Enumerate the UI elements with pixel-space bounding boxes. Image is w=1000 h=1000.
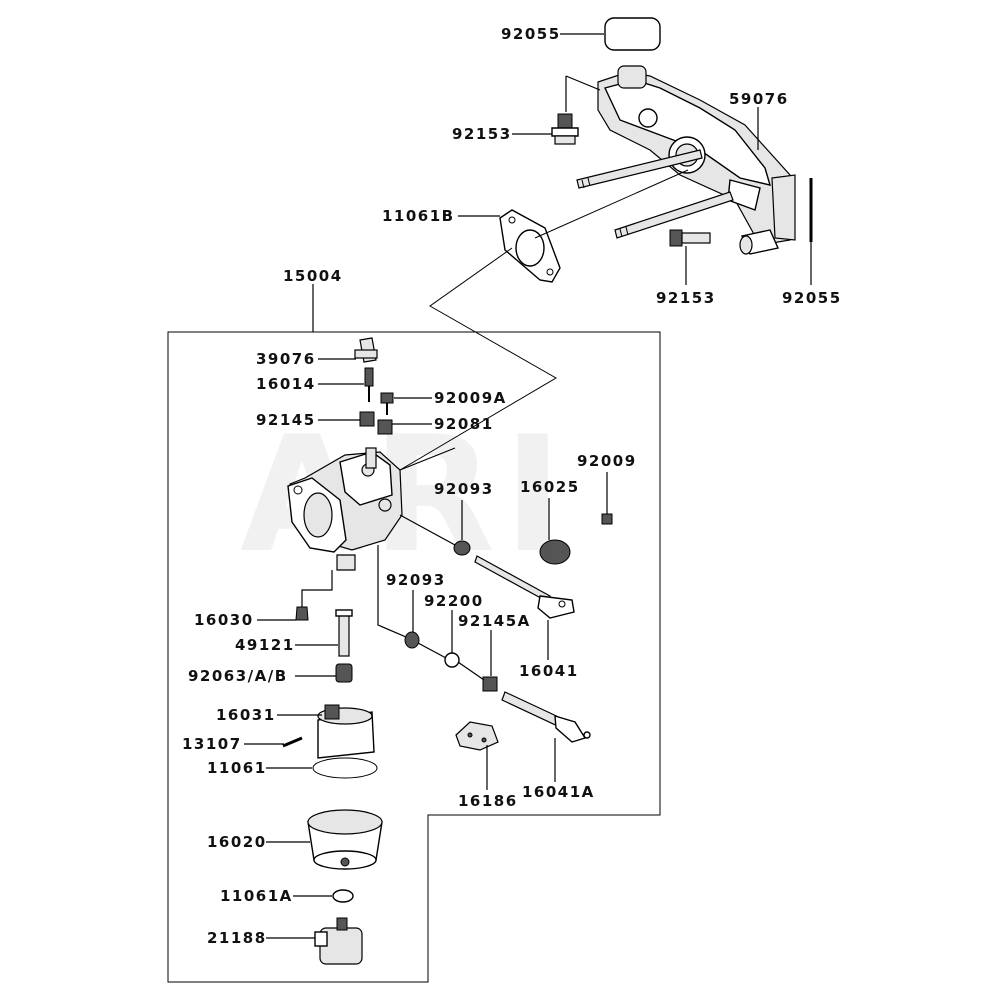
label-59076[interactable]: 59076 <box>729 90 789 108</box>
part-16041A-choke-shaft[interactable] <box>501 691 591 743</box>
label-16041[interactable]: 16041 <box>519 662 579 680</box>
part-92093-seal-b[interactable] <box>404 631 420 649</box>
label-92081[interactable]: 92081 <box>434 415 494 433</box>
part-11061B-gasket[interactable] <box>499 209 561 283</box>
label-16025[interactable]: 16025 <box>520 478 580 496</box>
leader-92200 <box>417 610 453 659</box>
leader-92153-a <box>512 75 601 135</box>
leader-16030 <box>257 570 333 621</box>
part-16014-needle[interactable] <box>364 367 374 402</box>
label-21188[interactable]: 21188 <box>207 929 267 947</box>
leader-92093-b <box>377 545 414 638</box>
part-92145-spring[interactable] <box>359 411 375 427</box>
label-92093-b[interactable]: 92093 <box>386 571 446 589</box>
part-92081-spring[interactable] <box>377 419 393 435</box>
part-92153-bolt-b[interactable] <box>669 229 779 255</box>
label-13107[interactable]: 13107 <box>182 735 242 753</box>
part-21188-solenoid[interactable] <box>314 917 363 965</box>
assembly-frame <box>167 331 661 983</box>
part-92009A-screw[interactable] <box>380 392 394 415</box>
label-92145A[interactable]: 92145A <box>458 612 531 630</box>
label-92055-top[interactable]: 92055 <box>501 25 561 43</box>
label-11061[interactable]: 11061 <box>207 759 267 777</box>
part-92153-bolt-a[interactable] <box>551 113 579 145</box>
label-92093-a[interactable]: 92093 <box>434 480 494 498</box>
part-39076-lever[interactable] <box>354 337 378 363</box>
part-92063AB-washer[interactable] <box>335 663 353 683</box>
part-92200-washer[interactable] <box>444 652 460 668</box>
label-16186[interactable]: 16186 <box>458 792 518 810</box>
leader-92145A <box>457 630 492 681</box>
part-92145A-spring[interactable] <box>482 676 498 692</box>
part-92009-screw[interactable] <box>601 513 613 525</box>
label-39076[interactable]: 39076 <box>256 350 316 368</box>
part-11061-gasket[interactable] <box>312 757 378 779</box>
part-16031-float[interactable] <box>317 704 375 759</box>
label-11061B[interactable]: 11061B <box>382 207 455 225</box>
manifold-studs <box>576 149 734 239</box>
label-16041A[interactable]: 16041A <box>522 783 595 801</box>
label-92063AB[interactable]: 92063/A/B <box>188 667 288 685</box>
part-16041-throttle-shaft[interactable] <box>474 555 575 619</box>
part-16186-choke-plate[interactable] <box>455 721 499 751</box>
part-11061A-washer[interactable] <box>332 889 354 903</box>
part-92093-seal-a[interactable] <box>453 540 471 556</box>
label-11061A[interactable]: 11061A <box>220 887 293 905</box>
label-92009A[interactable]: 92009A <box>434 389 507 407</box>
part-16020-float-bowl[interactable] <box>307 809 383 870</box>
label-16020[interactable]: 16020 <box>207 833 267 851</box>
carburetor-body <box>287 447 403 571</box>
alignment-line-upper <box>534 169 689 239</box>
label-92145[interactable]: 92145 <box>256 411 316 429</box>
leader-body <box>399 447 456 471</box>
label-16030[interactable]: 16030 <box>194 611 254 629</box>
part-49121-tube[interactable] <box>335 609 353 657</box>
label-49121[interactable]: 49121 <box>235 636 295 654</box>
label-92153-a[interactable]: 92153 <box>452 125 512 143</box>
part-92055-gasket-top[interactable] <box>604 17 661 51</box>
label-16031[interactable]: 16031 <box>216 706 276 724</box>
label-92009[interactable]: 92009 <box>577 452 637 470</box>
part-13107-pin[interactable] <box>282 736 303 748</box>
label-92153-b[interactable]: 92153 <box>656 289 716 307</box>
label-16014[interactable]: 16014 <box>256 375 316 393</box>
label-15004[interactable]: 15004 <box>283 267 343 285</box>
part-16030-jet[interactable] <box>295 606 309 621</box>
alignment-line-lower <box>399 247 557 471</box>
part-16025-throttle-plate[interactable] <box>539 539 571 565</box>
leader-92093-a <box>399 500 463 546</box>
label-92055-side[interactable]: 92055 <box>782 289 842 307</box>
label-92200[interactable]: 92200 <box>424 592 484 610</box>
